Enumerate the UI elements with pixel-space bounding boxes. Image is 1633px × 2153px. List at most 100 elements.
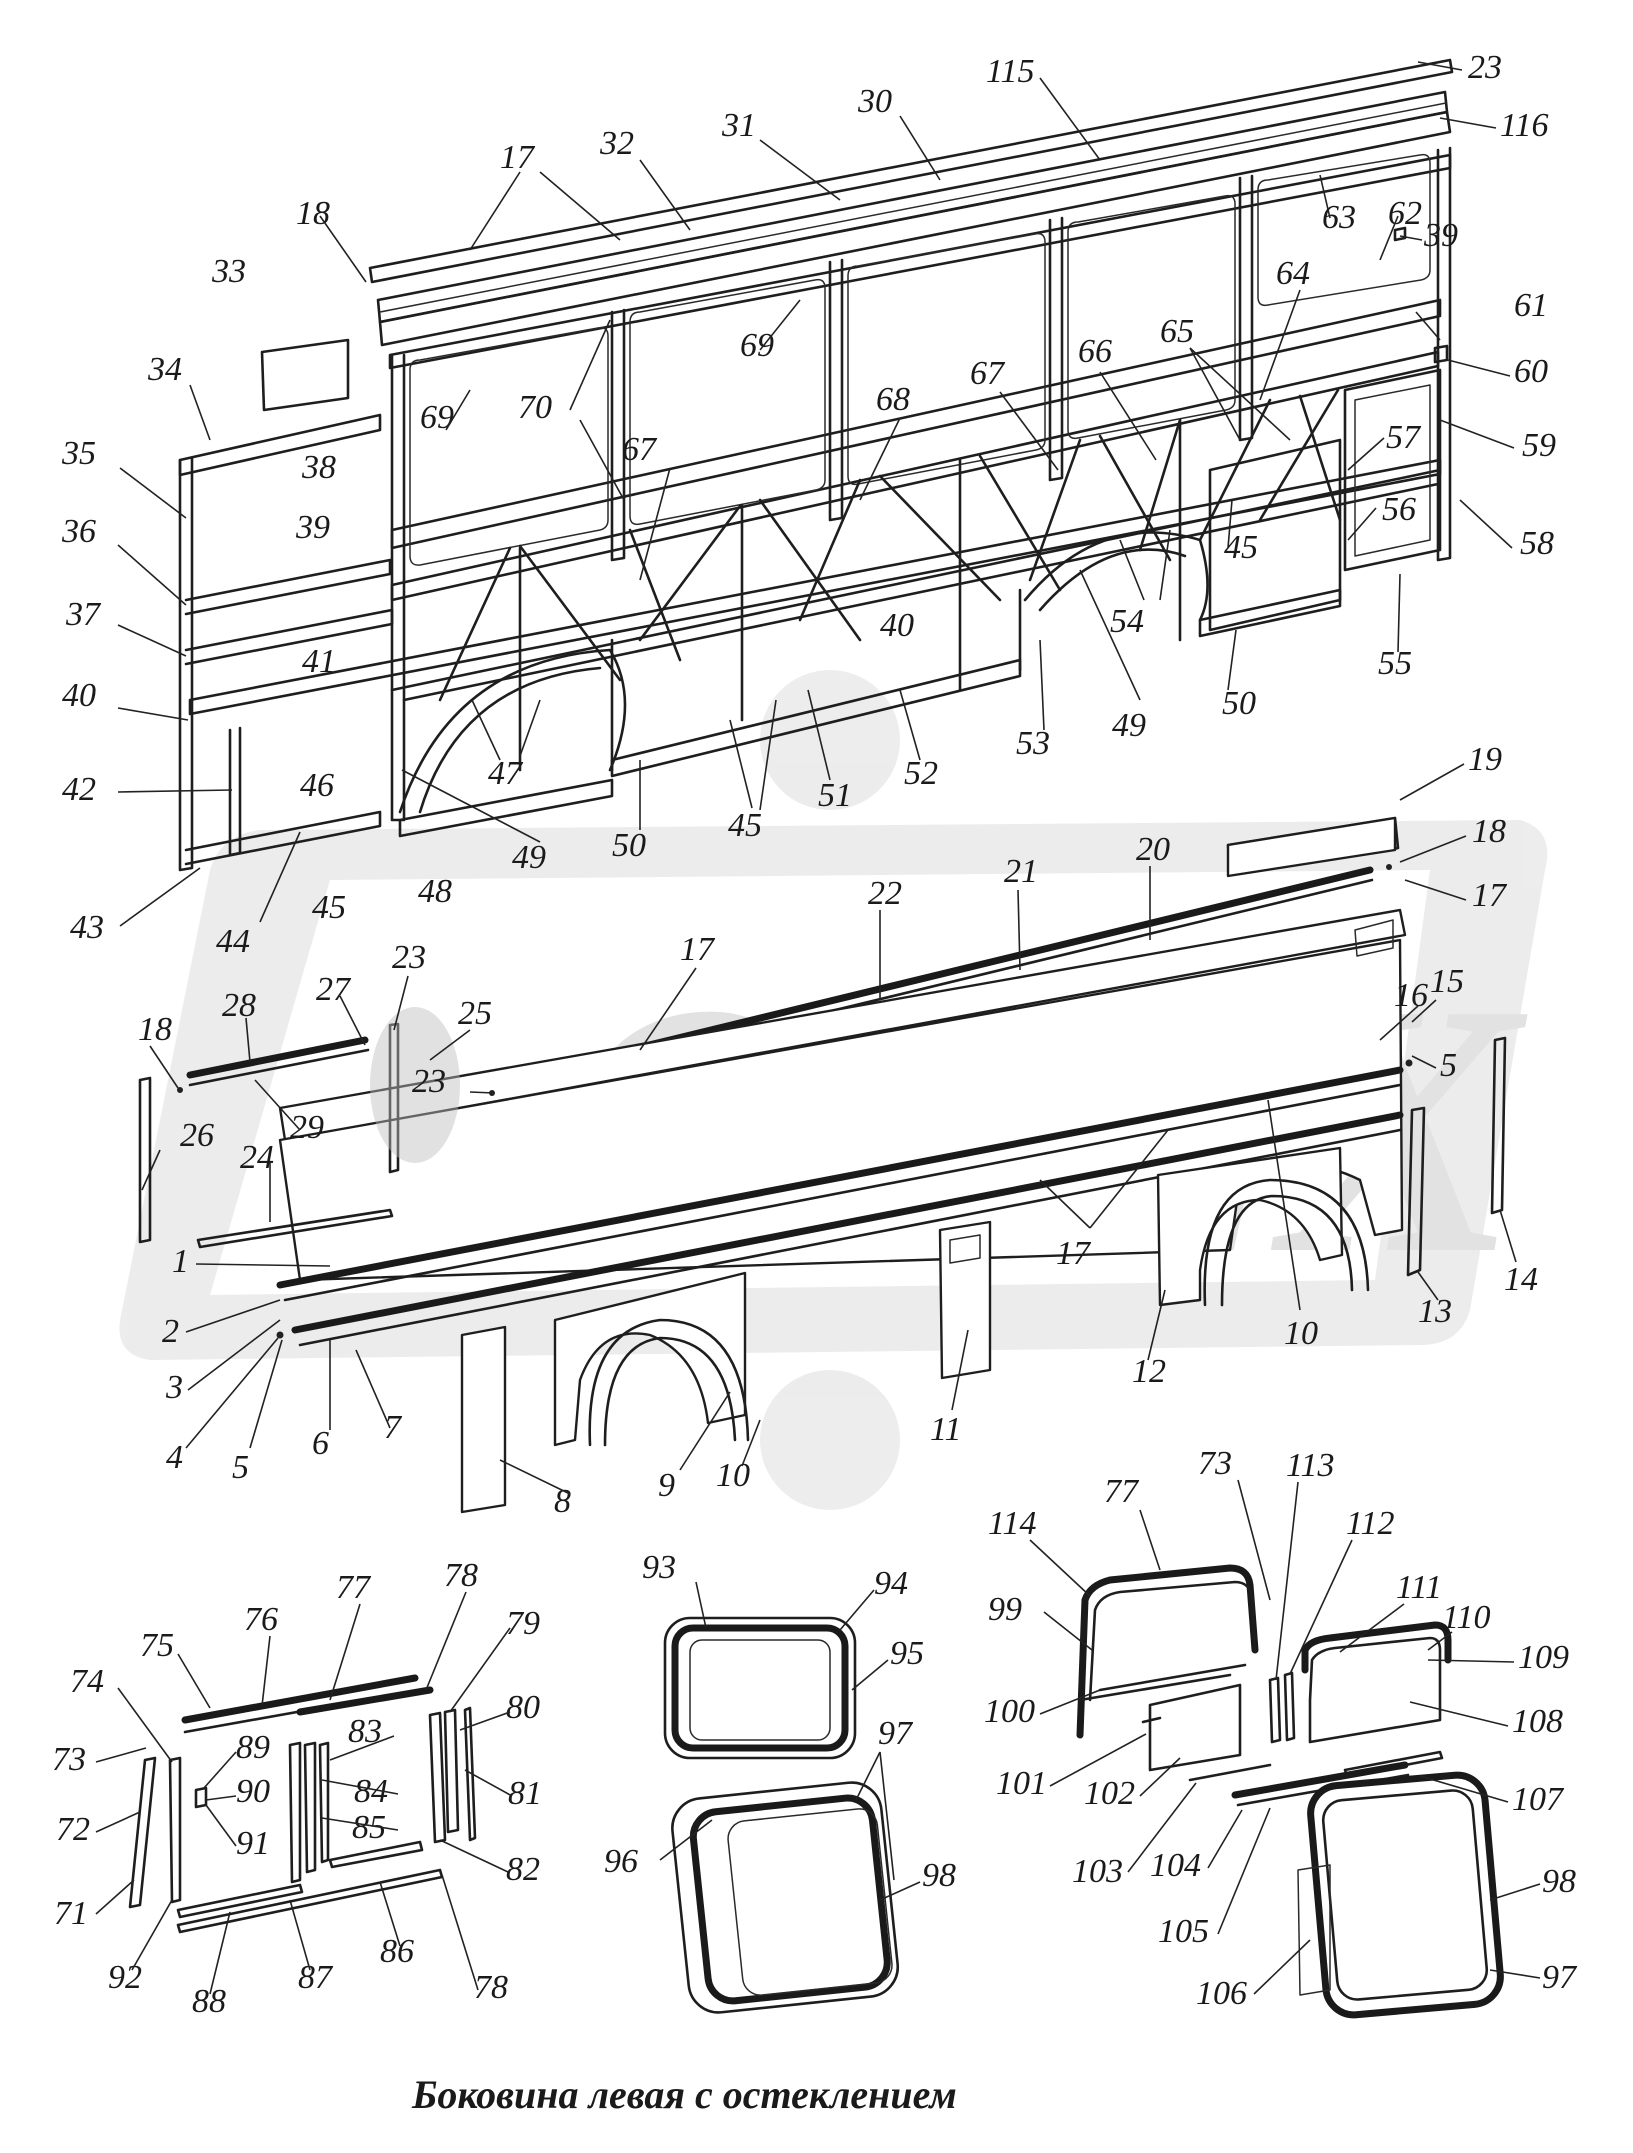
callout-78a: 78 xyxy=(444,1557,478,1594)
callout-23a: 23 xyxy=(1468,49,1502,86)
callout-17d: 17 xyxy=(680,931,716,968)
callout-13: 13 xyxy=(1418,1293,1452,1330)
callout-45b: 45 xyxy=(728,807,762,844)
callout-45a: 45 xyxy=(312,889,346,926)
diagram-caption: Боковина левая с остеклением xyxy=(411,2072,957,2117)
callout-16: 16 xyxy=(1394,977,1428,1014)
callout-77a: 77 xyxy=(336,1569,372,1606)
callout-95: 95 xyxy=(890,1635,924,1672)
callout-22: 22 xyxy=(868,875,902,912)
callout-49b: 49 xyxy=(1112,707,1146,744)
callout-67b: 67 xyxy=(970,355,1006,392)
callout-54: 54 xyxy=(1110,603,1144,640)
callout-7: 7 xyxy=(384,1409,403,1446)
callout-6: 6 xyxy=(312,1425,329,1462)
callout-4: 4 xyxy=(166,1439,183,1476)
callout-40a: 40 xyxy=(62,677,96,714)
callout-47: 47 xyxy=(488,755,524,792)
callout-50a: 50 xyxy=(612,827,646,864)
callout-71: 71 xyxy=(54,1895,88,1932)
callout-55: 55 xyxy=(1378,645,1412,682)
callout-38: 38 xyxy=(301,449,336,486)
callout-93: 93 xyxy=(642,1549,676,1586)
callout-107: 107 xyxy=(1512,1781,1565,1818)
callout-102: 102 xyxy=(1084,1775,1135,1812)
callout-77b: 77 xyxy=(1104,1473,1140,1510)
callout-88: 88 xyxy=(192,1983,226,2020)
callout-113: 113 xyxy=(1286,1447,1334,1484)
callout-106: 106 xyxy=(1196,1975,1247,2012)
callout-110: 110 xyxy=(1442,1599,1490,1636)
callout-10b: 10 xyxy=(1284,1315,1318,1352)
callout-18c: 18 xyxy=(138,1011,172,1048)
callout-69a: 69 xyxy=(420,399,454,436)
callout-61: 61 xyxy=(1514,287,1548,324)
callout-3: 3 xyxy=(165,1369,183,1406)
callout-41: 41 xyxy=(302,643,336,680)
leader-lines xyxy=(95,61,1541,1995)
callout-21: 21 xyxy=(1004,853,1038,890)
callout-37: 37 xyxy=(65,596,102,633)
callout-103: 103 xyxy=(1072,1853,1123,1890)
callout-72: 72 xyxy=(56,1811,90,1848)
callout-89: 89 xyxy=(236,1729,270,1766)
callout-30: 30 xyxy=(857,83,892,120)
callout-57: 57 xyxy=(1386,419,1422,456)
callout-9: 9 xyxy=(658,1467,675,1504)
callout-66: 66 xyxy=(1078,333,1112,370)
callout-58: 58 xyxy=(1520,525,1554,562)
callout-23b: 23 xyxy=(392,939,426,976)
callout-39a: 39 xyxy=(295,509,330,546)
callout-94: 94 xyxy=(874,1565,908,1602)
callout-19: 19 xyxy=(1468,741,1502,778)
callout-49a: 49 xyxy=(512,839,546,876)
callout-35: 35 xyxy=(61,435,96,472)
callout-83: 83 xyxy=(348,1713,382,1750)
callout-114: 114 xyxy=(988,1505,1036,1542)
callout-17b: 17 xyxy=(1472,877,1508,914)
windshield-glazing-group xyxy=(128,1674,477,1934)
callout-39b: 39 xyxy=(1423,217,1458,254)
callout-27: 27 xyxy=(316,971,352,1008)
callout-81: 81 xyxy=(508,1775,542,1812)
callout-69b: 69 xyxy=(740,327,774,364)
callout-92: 92 xyxy=(108,1959,142,1996)
callout-18a: 18 xyxy=(296,195,330,232)
callout-29: 29 xyxy=(290,1109,324,1146)
callout-91: 91 xyxy=(236,1825,270,1862)
callout-87: 87 xyxy=(298,1959,334,1996)
callout-11: 11 xyxy=(930,1411,961,1448)
callout-17c: 17 xyxy=(1056,1235,1092,1272)
callout-28: 28 xyxy=(222,987,256,1024)
callout-67a: 67 xyxy=(622,431,658,468)
callout-42: 42 xyxy=(62,771,96,808)
callout-33: 33 xyxy=(211,253,246,290)
callout-74: 74 xyxy=(70,1663,104,1700)
callout-labels: 115 30 31 32 17 18 23 116 33 34 35 36 37… xyxy=(52,49,1578,2020)
callout-65: 65 xyxy=(1160,313,1194,350)
callout-96: 96 xyxy=(604,1843,638,1880)
callout-8: 8 xyxy=(554,1483,571,1520)
callout-115: 115 xyxy=(986,53,1034,90)
callout-97a: 97 xyxy=(878,1715,914,1752)
callout-32: 32 xyxy=(599,125,634,162)
callout-73a: 73 xyxy=(52,1741,86,1778)
callout-99: 99 xyxy=(988,1591,1022,1628)
callout-68: 68 xyxy=(876,381,910,418)
callout-86: 86 xyxy=(380,1933,414,1970)
callout-20: 20 xyxy=(1136,831,1170,868)
callout-53: 53 xyxy=(1016,725,1050,762)
callout-60: 60 xyxy=(1514,353,1548,390)
callout-2: 2 xyxy=(162,1313,179,1350)
callout-46: 46 xyxy=(300,767,334,804)
side-window-frames-group xyxy=(663,1616,900,2014)
callout-104: 104 xyxy=(1150,1847,1201,1884)
callout-34: 34 xyxy=(147,351,182,388)
callout-70: 70 xyxy=(518,389,552,426)
callout-44: 44 xyxy=(216,923,250,960)
callout-50b: 50 xyxy=(1222,685,1256,722)
callout-76: 76 xyxy=(244,1601,278,1638)
callout-109: 109 xyxy=(1518,1639,1569,1676)
callout-5a: 5 xyxy=(232,1449,249,1486)
callout-82: 82 xyxy=(506,1851,540,1888)
